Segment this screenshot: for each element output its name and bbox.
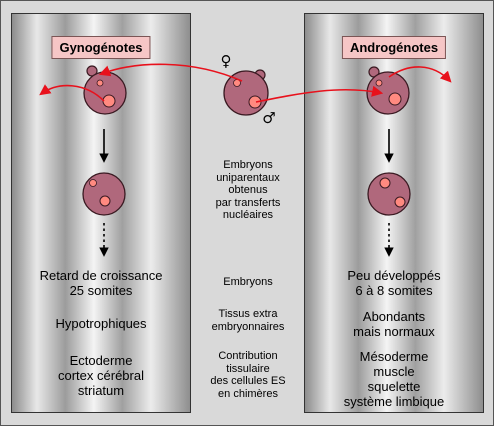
- androgenote-tissue-text: Abondants mais normaux: [305, 309, 483, 339]
- male-symbol-icon: ♂: [262, 109, 275, 127]
- gynogenote-contribution-text: Ectoderme cortex cérébral striatum: [12, 353, 190, 398]
- text-line: en chimères: [218, 387, 278, 400]
- text-line: Hypotrophiques: [55, 316, 147, 331]
- text-line: obtenus: [228, 184, 268, 196]
- text-line: des cellules ES: [210, 375, 286, 387]
- removal-arrow-right: [388, 66, 452, 83]
- androgenote-reconstructed-cell: [367, 172, 411, 216]
- text-line: Abondants: [362, 309, 426, 324]
- middle-row-es-contribution: Contribution tissulaire des cellules ES …: [197, 350, 299, 400]
- text-line: tissulaire: [226, 362, 270, 375]
- transfer-arrow-female-to-left: [98, 63, 243, 82]
- text-line: Mésoderme: [359, 349, 429, 364]
- text-line: 6 à 8 somites: [355, 283, 433, 298]
- middle-row-extra-tissue: Tissus extra embryonnaires: [197, 308, 299, 333]
- text-line: mais normaux: [353, 324, 435, 339]
- text-line: squelette: [367, 379, 421, 394]
- text-line: Embryons: [223, 276, 273, 288]
- text-line: Contribution: [218, 350, 278, 362]
- donor-zygote-cell: [223, 69, 269, 116]
- androgenote-contribution-text: Mésoderme muscle squelette système limbi…: [305, 349, 483, 409]
- text-line: par transferts: [215, 196, 281, 209]
- gynogenote-title: Gynogénotes: [51, 36, 151, 59]
- female-symbol-icon: ♀: [221, 52, 232, 70]
- text-line: Peu développés: [347, 268, 441, 283]
- androgenote-title: Androgénotes: [341, 36, 447, 59]
- text-line: Tissus extra: [218, 308, 278, 320]
- transfer-arrow-male-to-right: [255, 85, 384, 103]
- text-line: Retard de croissance: [39, 268, 163, 283]
- middle-header-text: Embryons uniparentaux obtenus par transf…: [197, 159, 299, 222]
- text-line: uniparentaux: [216, 171, 280, 184]
- androgenote-growth-text: Peu développés 6 à 8 somites: [305, 268, 483, 298]
- text-line: 25 somites: [69, 283, 133, 298]
- androgenote-zygote-cell: [366, 66, 410, 115]
- text-line: Ectoderme: [69, 353, 133, 368]
- text-line: embryonnaires: [211, 320, 285, 333]
- gynogenote-reconstructed-cell: [82, 172, 126, 216]
- middle-row-embryos: Embryons: [197, 276, 299, 289]
- text-line: striatum: [77, 383, 125, 398]
- text-line: Embryons: [223, 159, 273, 171]
- text-line: système limbique: [343, 394, 445, 409]
- gynogenote-zygote-cell: [83, 65, 127, 115]
- gynogenote-tissue-text: Hypotrophiques: [12, 316, 190, 331]
- text-line: muscle: [373, 364, 415, 379]
- text-line: nucléaires: [222, 209, 274, 221]
- text-line: cortex cérébral: [58, 368, 144, 383]
- removal-arrow-left: [39, 84, 105, 102]
- gynogenote-growth-text: Retard de croissance 25 somites: [12, 268, 190, 298]
